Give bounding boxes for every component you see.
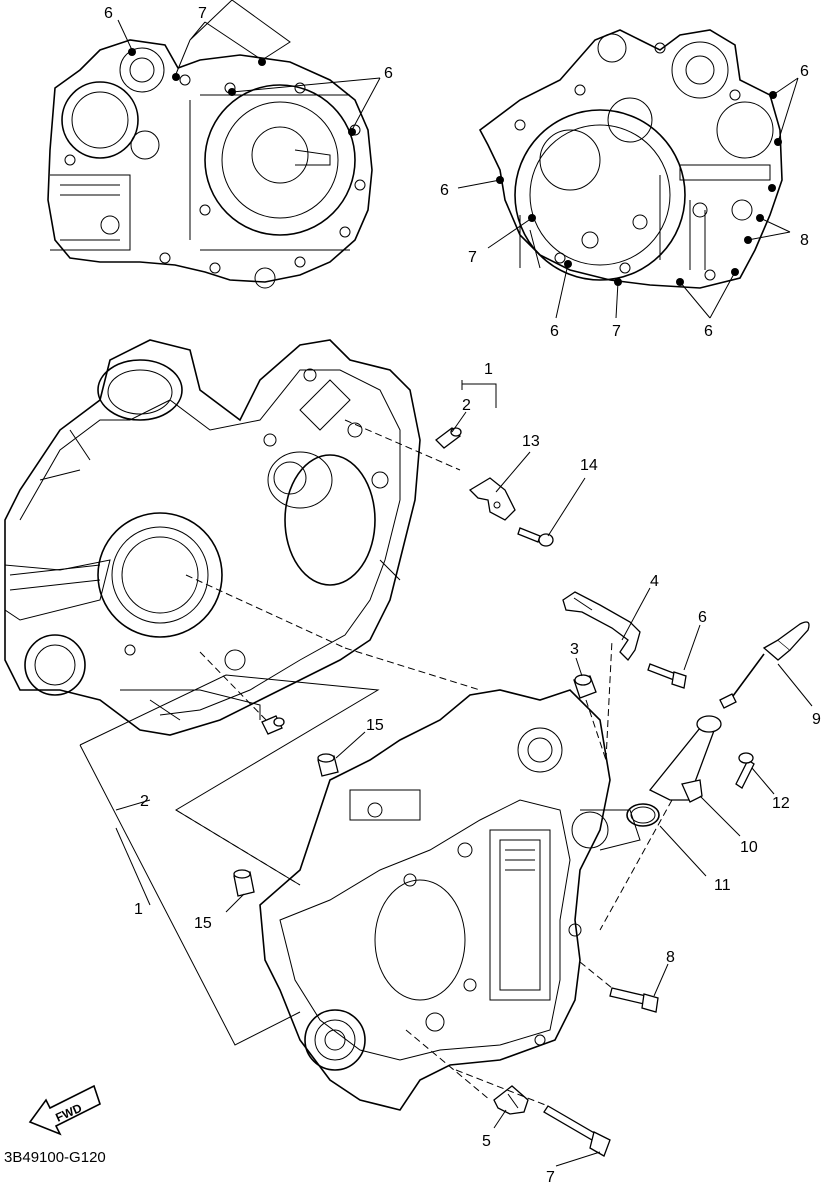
inset-left-callout-6b: 6 bbox=[384, 65, 393, 82]
bolt-7 bbox=[543, 1105, 611, 1157]
callout-4: 4 bbox=[650, 573, 659, 590]
callout-1-top: 1 bbox=[484, 361, 493, 378]
callout-3: 3 bbox=[570, 641, 579, 658]
callout-9: 9 bbox=[812, 711, 821, 728]
inset-right-callout-7a: 7 bbox=[468, 249, 477, 266]
callout-7: 7 bbox=[546, 1169, 555, 1183]
dowel-pin-upper bbox=[435, 427, 462, 449]
dipstick bbox=[719, 621, 810, 709]
inset-left-markers bbox=[128, 48, 356, 136]
callout-1-lower: 1 bbox=[134, 901, 143, 918]
callout-10: 10 bbox=[740, 839, 758, 856]
callout-12: 12 bbox=[772, 795, 790, 812]
crankcase-right-half bbox=[259, 689, 641, 1111]
diagram-code: 3B49100-G120 bbox=[4, 1149, 106, 1166]
inset-left-bolt-holes bbox=[64, 74, 366, 274]
bracket bbox=[468, 477, 516, 521]
callout-6: 6 bbox=[698, 609, 707, 626]
collar bbox=[573, 674, 597, 699]
callout-2-lower: 2 bbox=[140, 793, 149, 810]
inset-right-bolt-holes bbox=[514, 42, 741, 281]
inset-right-callout-6d: 6 bbox=[704, 323, 713, 340]
inset-left-callout-6a: 6 bbox=[104, 5, 113, 22]
inset-right-callout-7b: 7 bbox=[612, 323, 621, 340]
inset-right-crankcase: 6 6 7 8 6 7 6 bbox=[440, 29, 809, 340]
guide-5 bbox=[493, 1085, 529, 1115]
dowel-pin-15-upper bbox=[317, 753, 339, 777]
callout-5: 5 bbox=[482, 1133, 491, 1150]
inset-left-crankcase: 6 7 6 bbox=[47, 0, 393, 289]
bolt-14 bbox=[517, 527, 554, 547]
callout-8: 8 bbox=[666, 949, 675, 966]
callout-15-upper: 15 bbox=[366, 717, 384, 734]
oil-filler-pipe bbox=[648, 715, 722, 803]
dowel-pin-15-lower bbox=[233, 869, 255, 897]
main-callouts: 1 2 13 14 4 6 3 9 15 12 2 10 11 1 15 8 5… bbox=[134, 361, 821, 1183]
callout-11: 11 bbox=[714, 877, 731, 894]
inset-right-callout-6a: 6 bbox=[800, 63, 809, 80]
callout-14: 14 bbox=[580, 457, 598, 474]
callout-15-lower: 15 bbox=[194, 915, 212, 932]
callout-13: 13 bbox=[522, 433, 540, 450]
crankcase-left-half bbox=[4, 339, 421, 736]
bolt-8 bbox=[609, 987, 659, 1013]
inset-right-callout-8: 8 bbox=[800, 232, 809, 249]
o-ring bbox=[626, 803, 660, 827]
bolt-12 bbox=[735, 752, 755, 789]
inset-right-callout-6c: 6 bbox=[550, 323, 559, 340]
fwd-arrow-icon: FWD bbox=[28, 1084, 101, 1136]
bolt-6 bbox=[647, 663, 687, 689]
guide-clamp bbox=[562, 591, 641, 662]
leader-lines bbox=[79, 380, 813, 1167]
dowel-pin-lower bbox=[261, 715, 285, 735]
callout-2-top: 2 bbox=[462, 397, 471, 414]
parts bbox=[233, 427, 810, 1157]
inset-right-callout-6b: 6 bbox=[440, 182, 449, 199]
inset-left-callout-7: 7 bbox=[198, 5, 207, 22]
